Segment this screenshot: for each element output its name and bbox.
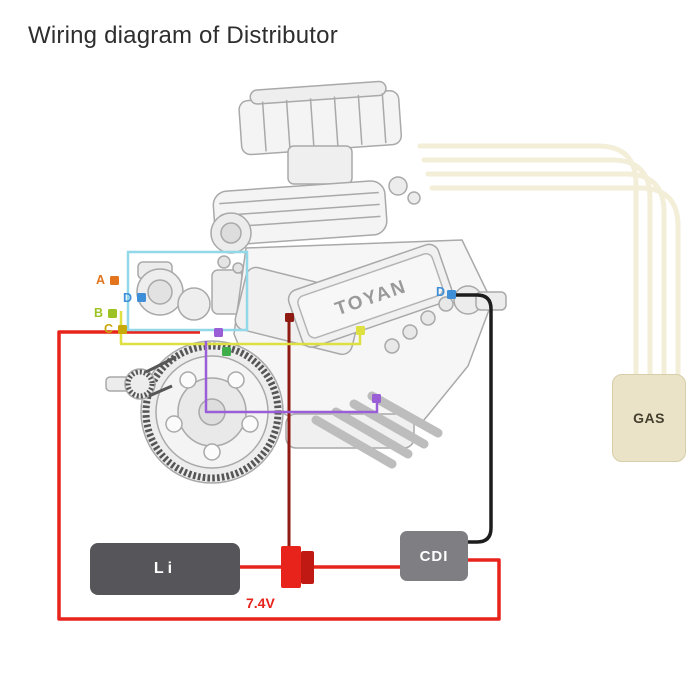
- battery-box: Li: [90, 543, 240, 595]
- wire-label-c: C: [104, 322, 113, 336]
- plug-body: [281, 546, 301, 588]
- marker-yellow: [356, 326, 365, 335]
- marker-purple-top: [214, 328, 223, 337]
- gas-line-1: [417, 143, 639, 377]
- cdi-signal-wire: [453, 293, 493, 544]
- engine-plenum-neck: [287, 145, 353, 185]
- engine-valve-cover: TOYAN: [287, 243, 453, 348]
- marker-dark-red: [285, 313, 294, 322]
- gas-fuel-lines: [417, 143, 681, 377]
- engine-intake: [238, 80, 403, 156]
- engine-distributor-cluster: [136, 255, 244, 321]
- wire-label-b: B: [94, 306, 103, 320]
- marker-a-orange: [110, 276, 119, 285]
- battery-voltage-label: 7.4V: [246, 595, 275, 611]
- cyan-wire-box: [126, 250, 249, 332]
- gas-line-3: [425, 171, 667, 377]
- battery-plug-connector: [281, 546, 314, 588]
- engine-supercharger: [212, 180, 388, 246]
- engine-exhaust-pipes: [311, 391, 443, 469]
- marker-c-gold: [118, 325, 127, 334]
- page-title: Wiring diagram of Distributor: [28, 22, 338, 49]
- purple-wire-path: [204, 341, 379, 414]
- wire-label-d-right: D: [436, 285, 445, 299]
- engine-belt-pulley: [105, 355, 177, 400]
- marker-b-green: [108, 309, 117, 318]
- red-power-wire-loop: [57, 330, 501, 621]
- gas-line-4: [429, 185, 681, 377]
- battery-label: Li: [153, 560, 177, 577]
- gas-tank-label: GAS: [633, 410, 665, 426]
- wire-letter-labels: A D B C D: [94, 273, 445, 336]
- plug-mate: [301, 551, 314, 584]
- marker-purple-bottom: [372, 394, 381, 403]
- gas-line-2: [421, 157, 653, 377]
- marker-d-right-blue: [447, 290, 456, 299]
- engine-illustration: TOYAN: [105, 80, 507, 484]
- cdi-label: CDI: [419, 547, 449, 565]
- wire-label-a: A: [96, 273, 105, 287]
- marker-d-left-blue: [137, 293, 146, 302]
- gas-tank-box: GAS: [612, 374, 686, 462]
- wire-label-d-left: D: [123, 291, 132, 305]
- marker-green: [222, 347, 231, 356]
- cdi-box: CDI: [400, 531, 468, 581]
- connector-markers: [108, 276, 456, 403]
- engine-carb-linkage: [388, 176, 408, 196]
